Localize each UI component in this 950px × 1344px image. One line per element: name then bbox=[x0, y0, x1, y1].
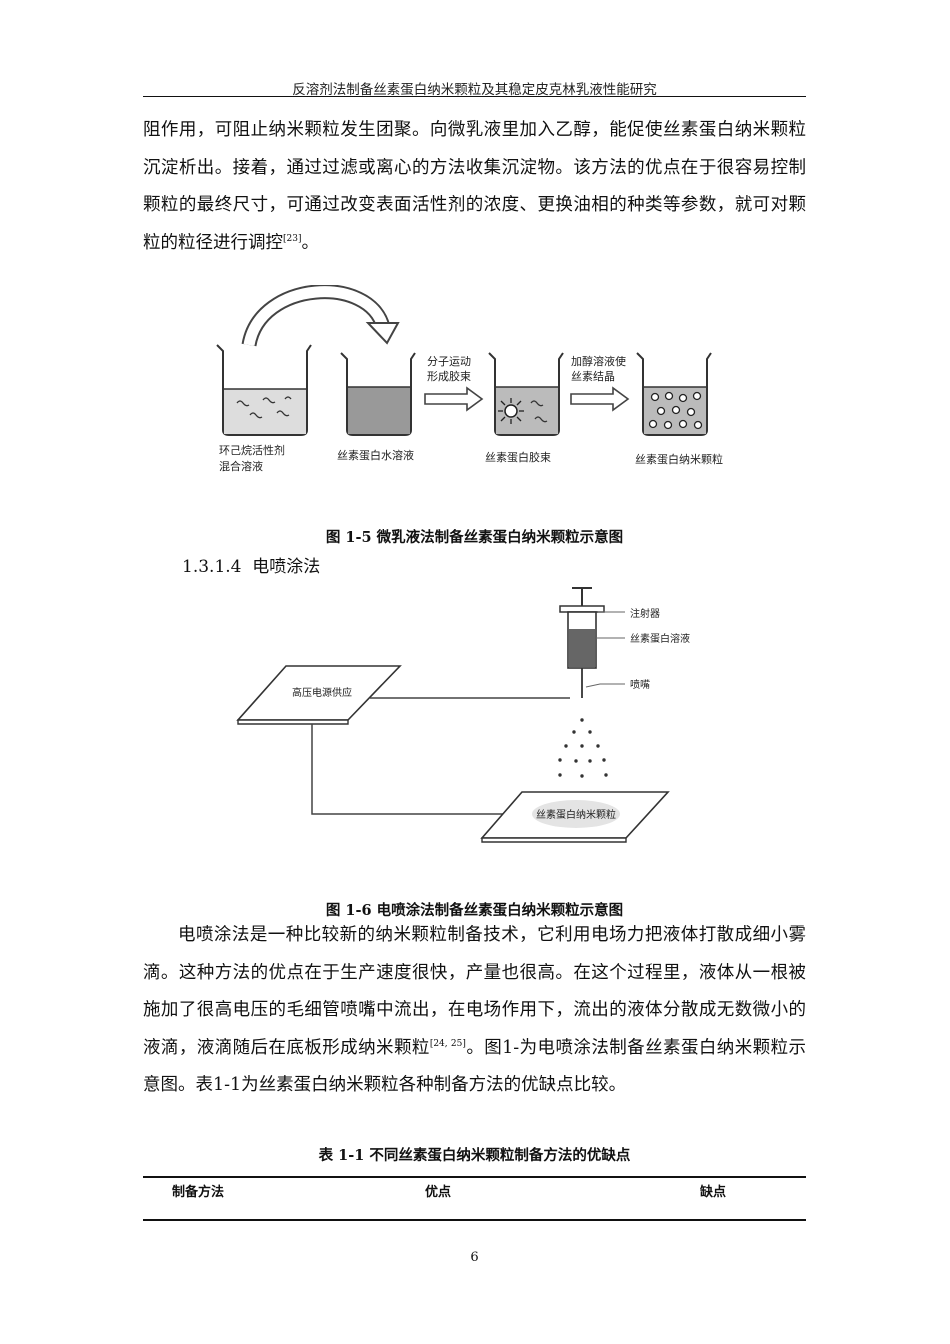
table-header-advantages: 优点 bbox=[425, 1185, 452, 1200]
beaker-4-label: 丝素蛋白纳米颗粒 bbox=[635, 452, 723, 466]
nozzle-label: 喷嘴 bbox=[630, 679, 650, 691]
table-header-disadvantages: 缺点 bbox=[700, 1185, 727, 1200]
paragraph-2-text-a: 电喷涂法是一种比较新的纳米颗粒制备技术，它利用电场力把液体打散成细小雾滴。这种方… bbox=[143, 925, 806, 1058]
section-number: 1.3.1.4 bbox=[182, 557, 242, 577]
figure-1-6-diagram: 高压电源供应 注射器 丝素蛋白溶液 喷嘴 丝素蛋白纳米颗粒 bbox=[236, 587, 690, 843]
table-header-rule bbox=[143, 1219, 806, 1221]
arrow-2-label-line2: 丝素结晶 bbox=[571, 370, 615, 383]
figure-1-6-caption: 图 1-6 电喷涂法制备丝素蛋白纳米颗粒示意图 bbox=[325, 902, 624, 919]
beaker-2 bbox=[340, 352, 416, 436]
beaker-1-label-line2: 混合溶液 bbox=[219, 459, 263, 473]
arrow-1-label-line1: 分子运动 bbox=[427, 355, 471, 368]
leader-line bbox=[585, 683, 625, 688]
running-header: 反溶剂法制备丝素蛋白纳米颗粒及其稳定皮克林乳液性能研究 bbox=[292, 82, 657, 98]
paragraph-2-text-b: 。图1-为电喷涂法制备丝素蛋白纳米颗粒示意图。表1-1为丝素蛋白纳米颗粒各种制备… bbox=[143, 1037, 807, 1096]
paragraph-1: 阻作用，可阻止纳米颗粒发生团聚。向微乳液里加入乙醇，能促使丝素蛋白纳米颗粒沉淀析… bbox=[143, 112, 806, 262]
arrow-right-icon bbox=[570, 386, 630, 412]
nanoparticles bbox=[648, 391, 703, 430]
arrow-2-label-line1: 加醇溶液使 bbox=[571, 354, 626, 368]
beaker-2-label: 丝素蛋白水溶液 bbox=[337, 448, 414, 462]
figure-1-5-caption: 图 1-5 微乳液法制备丝素蛋白纳米颗粒示意图 bbox=[325, 529, 624, 546]
table-1-1-caption: 表 1-1 不同丝素蛋白纳米颗粒制备方法的优缺点 bbox=[318, 1147, 631, 1164]
arrow-1-label-line2: 形成胶束 bbox=[427, 369, 471, 383]
arrow-right-icon bbox=[424, 386, 484, 412]
section-heading: 1.3.1.4 电喷涂法 bbox=[182, 552, 320, 577]
section-title: 电喷涂法 bbox=[252, 557, 321, 577]
paragraph-1-text: 阻作用，可阻止纳米颗粒发生团聚。向微乳液里加入乙醇，能促使丝素蛋白纳米颗粒沉淀析… bbox=[143, 120, 806, 253]
curved-arrow-icon bbox=[241, 285, 400, 347]
micelle-icon bbox=[498, 398, 524, 424]
power-supply-plate bbox=[236, 665, 402, 725]
syringe-icon bbox=[559, 587, 605, 698]
beaker-3-label: 丝素蛋白胶束 bbox=[485, 450, 551, 464]
spray-droplets bbox=[558, 718, 608, 778]
collector-plate bbox=[480, 791, 670, 843]
solution-label: 丝素蛋白溶液 bbox=[630, 632, 690, 645]
page-number: 6 bbox=[470, 1250, 479, 1265]
paragraph-1-end: 。 bbox=[301, 232, 319, 253]
collector-plate-label: 丝素蛋白纳米颗粒 bbox=[536, 808, 616, 821]
power-supply-label: 高压电源供应 bbox=[292, 686, 352, 699]
citation-23: [23] bbox=[283, 233, 302, 244]
table-header-method: 制备方法 bbox=[172, 1185, 225, 1200]
paragraph-2: 电喷涂法是一种比较新的纳米颗粒制备技术，它利用电场力把液体打散成细小雾滴。这种方… bbox=[143, 917, 806, 1105]
syringe-label: 注射器 bbox=[630, 607, 660, 620]
header-rule bbox=[143, 96, 806, 97]
citation-24-25: [24, 25] bbox=[429, 1038, 466, 1049]
figure-1-5-diagram: 环己烷活性剂 混合溶液 丝素蛋白水溶液 分子运动 形成胶束 bbox=[216, 285, 723, 473]
beaker-1 bbox=[216, 344, 312, 436]
wire bbox=[311, 724, 508, 815]
table-top-rule bbox=[143, 1176, 806, 1178]
beaker-3 bbox=[488, 352, 564, 436]
beaker-4 bbox=[636, 352, 712, 436]
beaker-1-label-line1: 环己烷活性剂 bbox=[219, 443, 285, 457]
